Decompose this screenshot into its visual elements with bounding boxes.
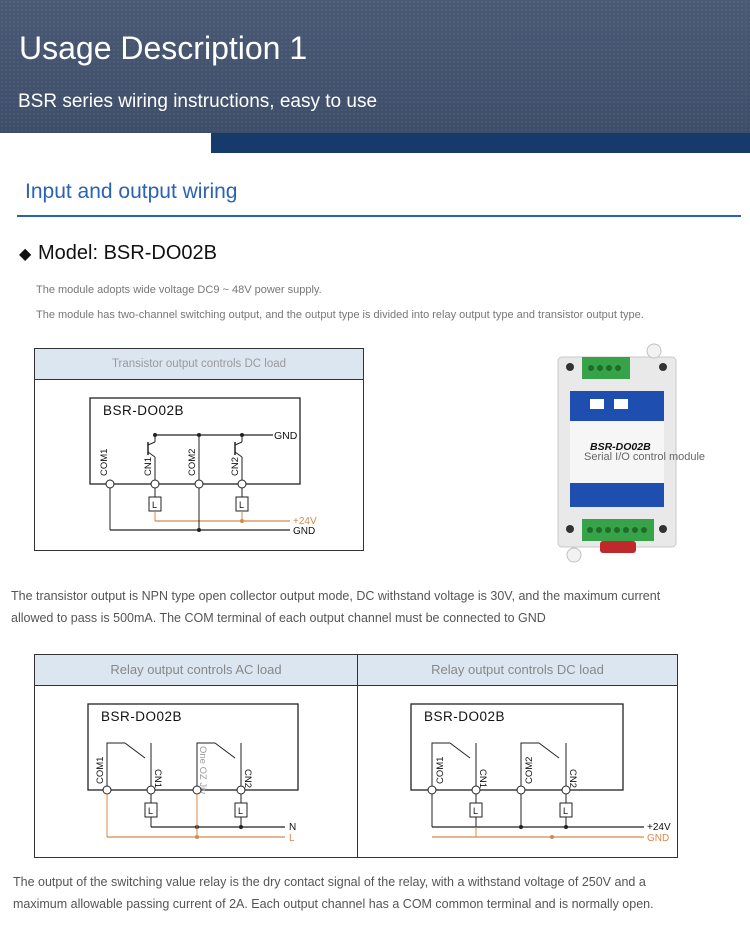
dc-terminal-label-cn1: CN1: [477, 769, 488, 788]
relay-dc-model-label: BSR-DO02B: [424, 709, 505, 724]
device-model-label: BSR-DO02B: [590, 441, 651, 453]
transistor-diagram-header: Transistor output controls DC load: [35, 349, 363, 380]
module-model-label: BSR-DO02B: [103, 403, 184, 418]
device-illustration: BSR-DO02B: [550, 343, 682, 565]
relay-description-line2: maximum allowable passing current of 2A.…: [13, 897, 654, 911]
diamond-bullet-icon: ◆: [19, 246, 32, 263]
accent-strip: [211, 133, 750, 153]
dc-terminal-label-cn2: CN2: [567, 769, 578, 788]
dc-neg-label: GND: [647, 833, 669, 844]
banner-texture: [0, 0, 750, 133]
transistor-diagram: Transistor output controls DC load BSR-D…: [34, 348, 364, 551]
transistor-description-line1: The transistor output is NPN type open c…: [11, 589, 661, 603]
load-label-1: L: [152, 500, 157, 510]
terminal-label-cn1: CN1: [143, 457, 154, 476]
device-photo-svg: BSR-DO02B: [557, 343, 677, 563]
section-title: Input and output wiring: [25, 180, 238, 203]
relay-description-line1: The output of the switching value relay …: [13, 875, 646, 889]
gnd-bus-label: GND: [274, 430, 298, 442]
dc-terminal-label-com2: COM2: [524, 757, 535, 784]
power-note: The module adopts wide voltage DC9 ~ 48V…: [36, 284, 322, 296]
dc-pos-label: +24V: [647, 822, 671, 833]
terminal-label-com1: COM1: [99, 449, 110, 476]
load-label-2: L: [239, 500, 244, 510]
model-title: Model: BSR-DO02B: [38, 242, 217, 264]
ac-terminal-label-com2: One OZ Jiv: [197, 746, 208, 794]
transistor-wiring-svg: BSR-DO02B GND COM1 CN1 COM2 CN2: [89, 397, 317, 537]
ac-n-label: N: [289, 822, 296, 833]
terminal-label-com2: COM2: [187, 449, 198, 476]
neg-supply-label: GND: [293, 526, 315, 537]
output-type-note: The module has two-channel switching out…: [36, 309, 644, 321]
relay-table-header-rule: [35, 685, 677, 686]
device-caption: Serial I/O control module: [584, 451, 706, 463]
banner-title: Usage Description 1: [19, 30, 308, 66]
relay-diagrams-table: Relay output controls AC load Relay outp…: [34, 654, 678, 858]
terminal-label-cn2: CN2: [230, 457, 241, 476]
ac-terminal-label-cn2: CN2: [242, 769, 253, 788]
relay-ac-model-label: BSR-DO02B: [101, 709, 182, 724]
dc-terminal-label-com1: COM1: [435, 757, 446, 784]
relay-dc-wiring-svg: BSR-DO02B COM1 CN1 COM2 CN2 L L +24V GND: [410, 703, 671, 844]
ac-terminal-label-cn1: CN1: [152, 769, 163, 788]
ac-l-label: L: [289, 833, 295, 844]
relay-ac-header: Relay output controls AC load: [35, 655, 357, 685]
pos-supply-label: +24V: [293, 516, 317, 527]
dc-load-label-2: L: [563, 806, 568, 816]
ac-load-label-1: L: [148, 806, 153, 816]
banner-subtitle: BSR series wiring instructions, easy to …: [18, 91, 378, 112]
relay-ac-wiring-svg: BSR-DO02B COM1 CN1 One OZ Jiv CN2 L L N …: [87, 703, 299, 844]
header-banner: [0, 0, 750, 133]
ac-load-label-2: L: [238, 806, 243, 816]
relay-table-divider: [357, 655, 358, 857]
relay-dc-header: Relay output controls DC load: [358, 655, 677, 685]
transistor-description-line2: allowed to pass is 500mA. The COM termin…: [11, 611, 546, 625]
section-divider: [17, 215, 741, 217]
dc-load-label-1: L: [473, 806, 478, 816]
ac-terminal-label-com1: COM1: [95, 757, 106, 784]
